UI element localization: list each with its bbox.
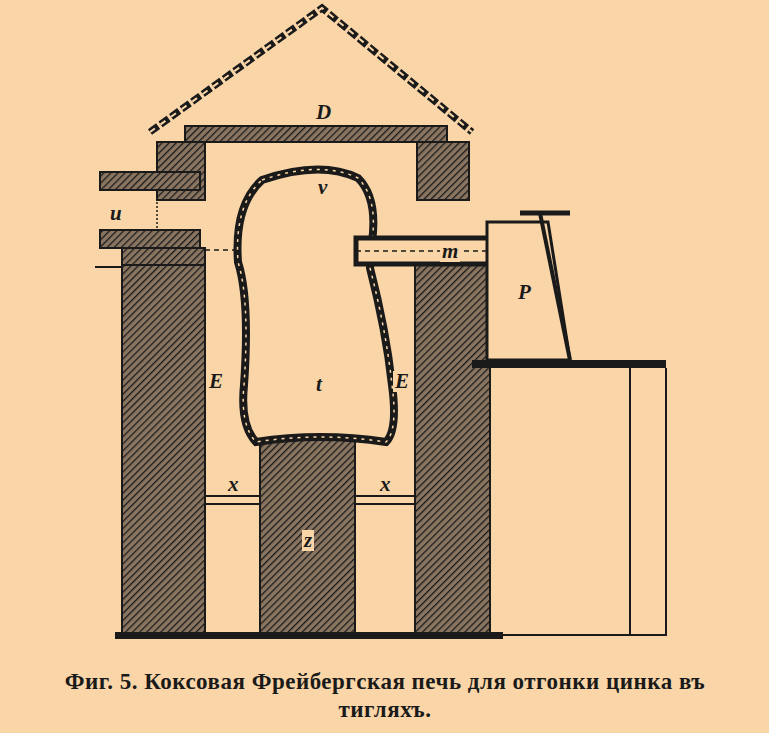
part-letter: u [108,203,124,224]
part-letter: E [207,371,225,392]
part-letter: t [314,374,324,395]
part-letter: E [393,371,411,392]
part-letter: x [226,474,241,495]
part-letter: x [378,474,393,495]
figure-caption: Фиг. 5. Коксовая Фрейбергская печь для о… [30,668,740,724]
part-letter: z [302,530,314,551]
part-letter: P [516,282,533,303]
part-letter: v [316,177,329,198]
part-letter: m [440,241,460,262]
part-letter: D [314,102,333,123]
